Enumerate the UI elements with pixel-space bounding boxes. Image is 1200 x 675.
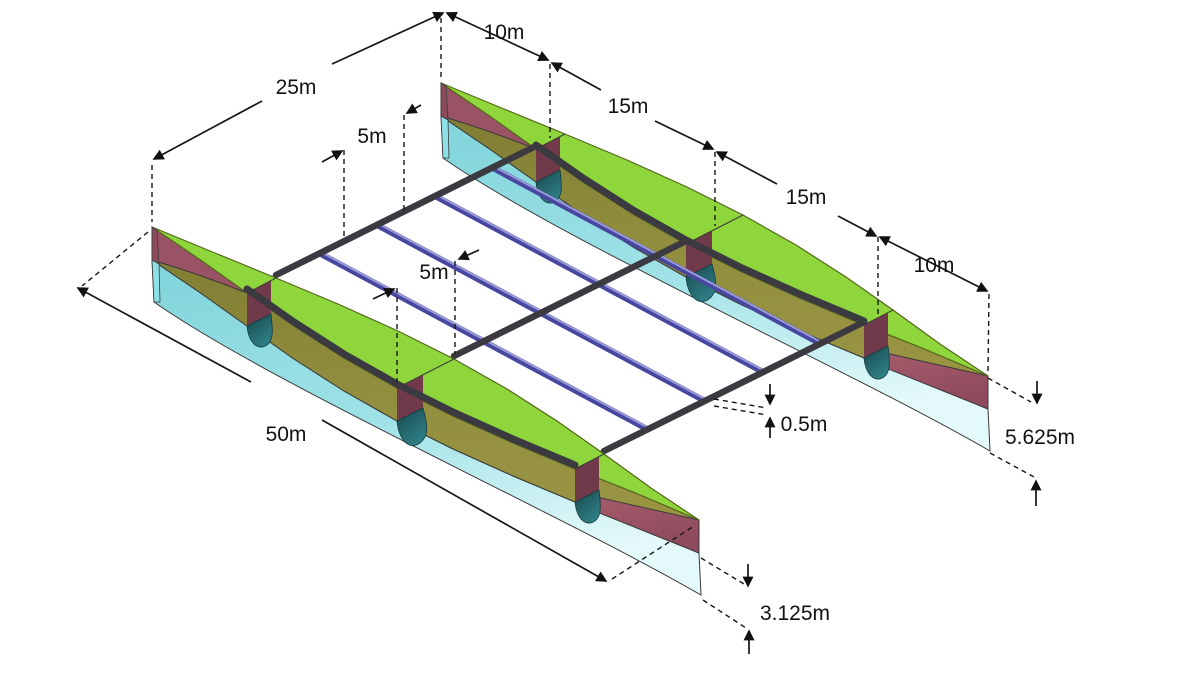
near-hull-bow-face-cyan xyxy=(151,259,161,303)
near-hull-deck-cutline-40 xyxy=(574,453,605,470)
label-5m-beam: 5m xyxy=(419,261,448,284)
dimension-labels: 25m 10m 15m 15m 10m 5m 5m 50m 0.5m 5.625… xyxy=(266,21,1075,625)
dim-15m-aft xyxy=(715,151,878,237)
near-hull-cut-disk-40 xyxy=(574,489,601,524)
label-5p625m: 5.625m xyxy=(1005,426,1075,449)
transverse-beam-mid xyxy=(450,237,690,360)
dim-5m-stringer-spacing xyxy=(321,103,422,163)
dim-50m xyxy=(76,287,608,582)
far-hull-deck-cutline-25 xyxy=(685,214,744,245)
label-15m-aft: 15m xyxy=(786,186,827,209)
near-hull-cut-disk-25 xyxy=(396,407,428,446)
dim-10m-aft xyxy=(878,236,989,292)
transverse-beams xyxy=(272,142,868,455)
far-hull-cut-disk-40 xyxy=(863,345,890,380)
near-hull-deck-cutline-25 xyxy=(396,358,455,389)
dim-10m-fore xyxy=(445,11,550,62)
transverse-beam-fore xyxy=(272,142,540,279)
dim-15m-fore xyxy=(550,62,715,150)
label-3p125m: 3.125m xyxy=(760,602,830,625)
label-10m-aft: 10m xyxy=(914,254,955,277)
label-50m: 50m xyxy=(266,423,307,446)
dim-3p125m xyxy=(742,564,755,654)
near-hull-cut-disk-10 xyxy=(246,313,273,348)
far-hull-deck-cutline-40 xyxy=(863,309,894,326)
label-0p5m: 0.5m xyxy=(781,413,828,436)
near-hull-cut-face-40 xyxy=(575,457,599,502)
dim-5m-hull-beam xyxy=(372,249,480,300)
dim-5p625m xyxy=(1030,381,1043,506)
near-hull xyxy=(151,226,702,596)
label-25m: 25m xyxy=(276,76,317,99)
far-hull-cut-face-40 xyxy=(864,313,888,358)
transverse-beam-aft xyxy=(600,318,868,455)
extension-lines xyxy=(81,18,1035,629)
dim-25m xyxy=(152,11,445,160)
dimension-annotations xyxy=(76,11,1043,654)
near-hull-rail-beam xyxy=(243,285,579,469)
label-15m-fore: 15m xyxy=(608,95,649,118)
label-5m-stringer: 5m xyxy=(357,125,386,148)
far-hull-bow-face-cyan xyxy=(440,115,450,159)
label-10m-fore: 10m xyxy=(484,21,525,44)
